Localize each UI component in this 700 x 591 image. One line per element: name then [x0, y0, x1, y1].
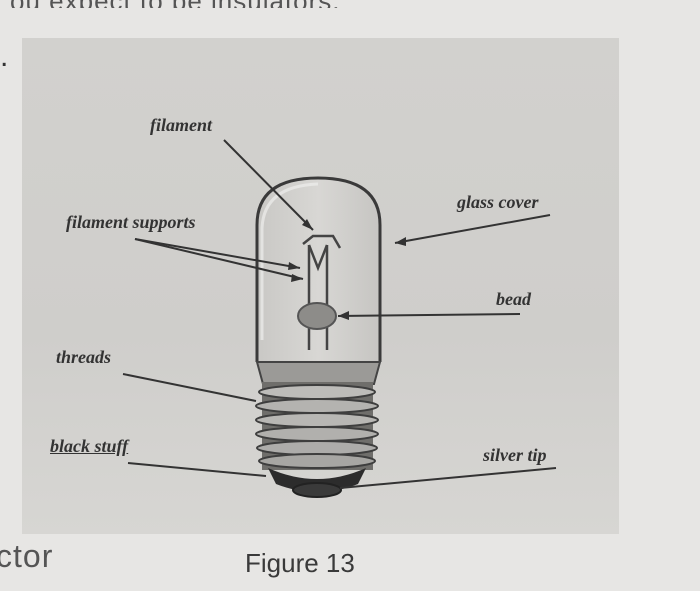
label-bead: bead [496, 289, 531, 309]
label-threads: threads [56, 347, 112, 367]
question-marker: . [0, 40, 9, 73]
figure-caption: Figure 13 [245, 548, 355, 578]
label-black-stuff: black stuff [50, 436, 129, 456]
bulb-neck [255, 361, 382, 385]
label-filament: filament [150, 115, 212, 135]
leader-lines [122, 139, 557, 489]
bead-shape [297, 302, 337, 330]
label-filament-supports: filament supports [66, 212, 196, 232]
filament-assembly [302, 234, 342, 350]
silver-tip-shape [292, 482, 342, 498]
label-silver-tip: silver tip [483, 445, 547, 465]
arrowheads [288, 219, 406, 320]
threaded-base [255, 382, 379, 470]
label-glass-cover: glass cover [457, 192, 539, 212]
cut-off-question-text: ou expect to be insulators. [10, 0, 610, 8]
black-insulator [268, 468, 366, 492]
handwritten-fragment: ctor [0, 538, 54, 574]
